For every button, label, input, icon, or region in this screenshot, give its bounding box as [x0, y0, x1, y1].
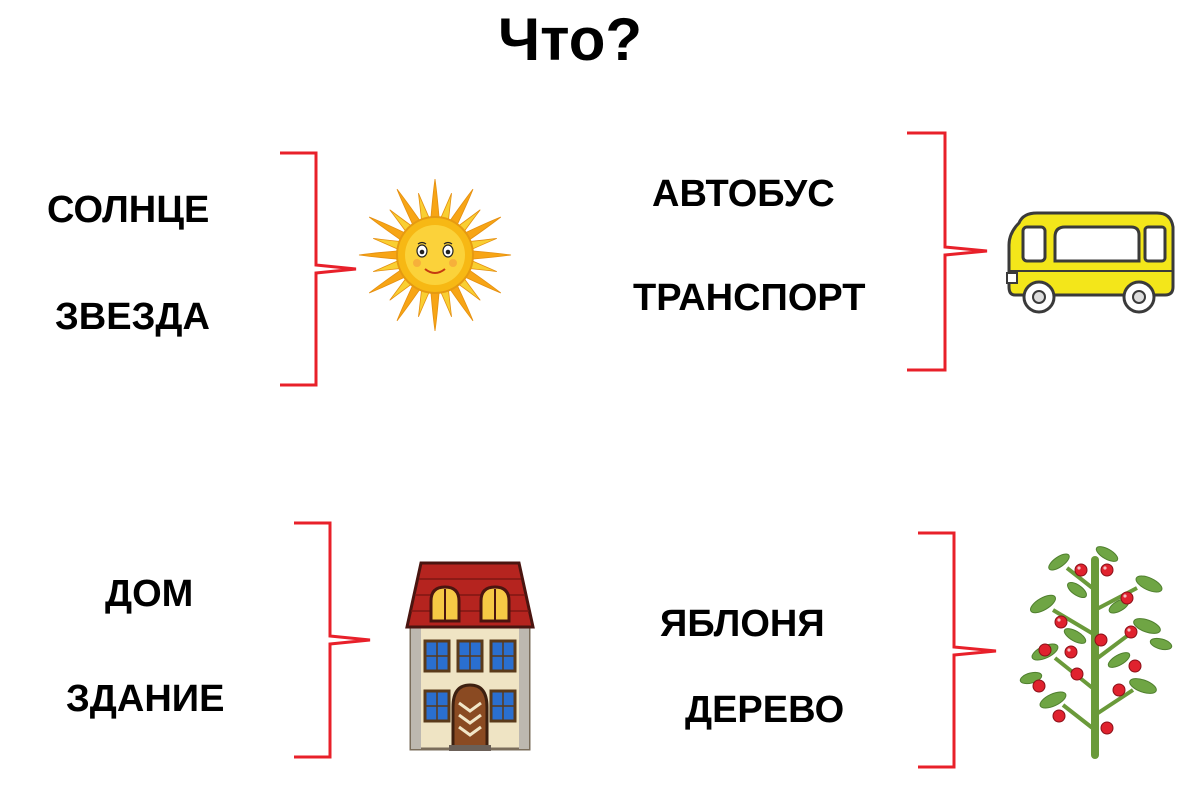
sun-ray [448, 283, 474, 322]
sun-ray [448, 188, 474, 227]
word-dom: ДОМ [105, 573, 194, 615]
sun-icon [358, 178, 512, 332]
sun-ray [456, 276, 481, 301]
bus-icon [1006, 211, 1175, 314]
sun-ray [396, 188, 422, 227]
bracket-sun [280, 151, 357, 387]
sun-ray [467, 259, 497, 272]
word-zvezda: ЗВЕЗДА [55, 296, 210, 338]
sun-ray [418, 287, 431, 317]
sun-ray [368, 268, 407, 294]
page-title: Что? [497, 6, 643, 73]
word-zdanie: ЗДАНИЕ [66, 678, 225, 720]
sun-ray [439, 287, 452, 317]
sun-ray [358, 250, 400, 260]
sun-ray [389, 209, 414, 234]
sun-ray [430, 290, 440, 332]
word-avtobus: АВТОБУС [652, 173, 835, 215]
sun-ray [463, 268, 502, 294]
sun-ray [439, 193, 452, 223]
word-solntse: СОЛНЦЕ [47, 189, 210, 231]
word-transport: ТРАНСПОРТ [633, 277, 866, 319]
bracket-tree [918, 531, 997, 769]
word-derevo: ДЕРЕВО [685, 689, 845, 731]
sun-ray [470, 250, 512, 260]
bracket-house [294, 521, 371, 759]
sun-ray [456, 209, 481, 234]
sun-ray [389, 276, 414, 301]
bracket-bus [907, 131, 988, 372]
sun-ray [396, 283, 422, 322]
sun-ray [373, 238, 403, 251]
sun-ray [463, 216, 502, 242]
apple-tree-icon [1019, 546, 1173, 759]
sun-ray [418, 193, 431, 223]
word-yablonya: ЯБЛОНЯ [660, 603, 825, 645]
house-icon [405, 561, 535, 751]
sun-ray [368, 216, 407, 242]
sun-ray [373, 259, 403, 272]
sun-ray [467, 238, 497, 251]
sun-ray [430, 178, 440, 220]
